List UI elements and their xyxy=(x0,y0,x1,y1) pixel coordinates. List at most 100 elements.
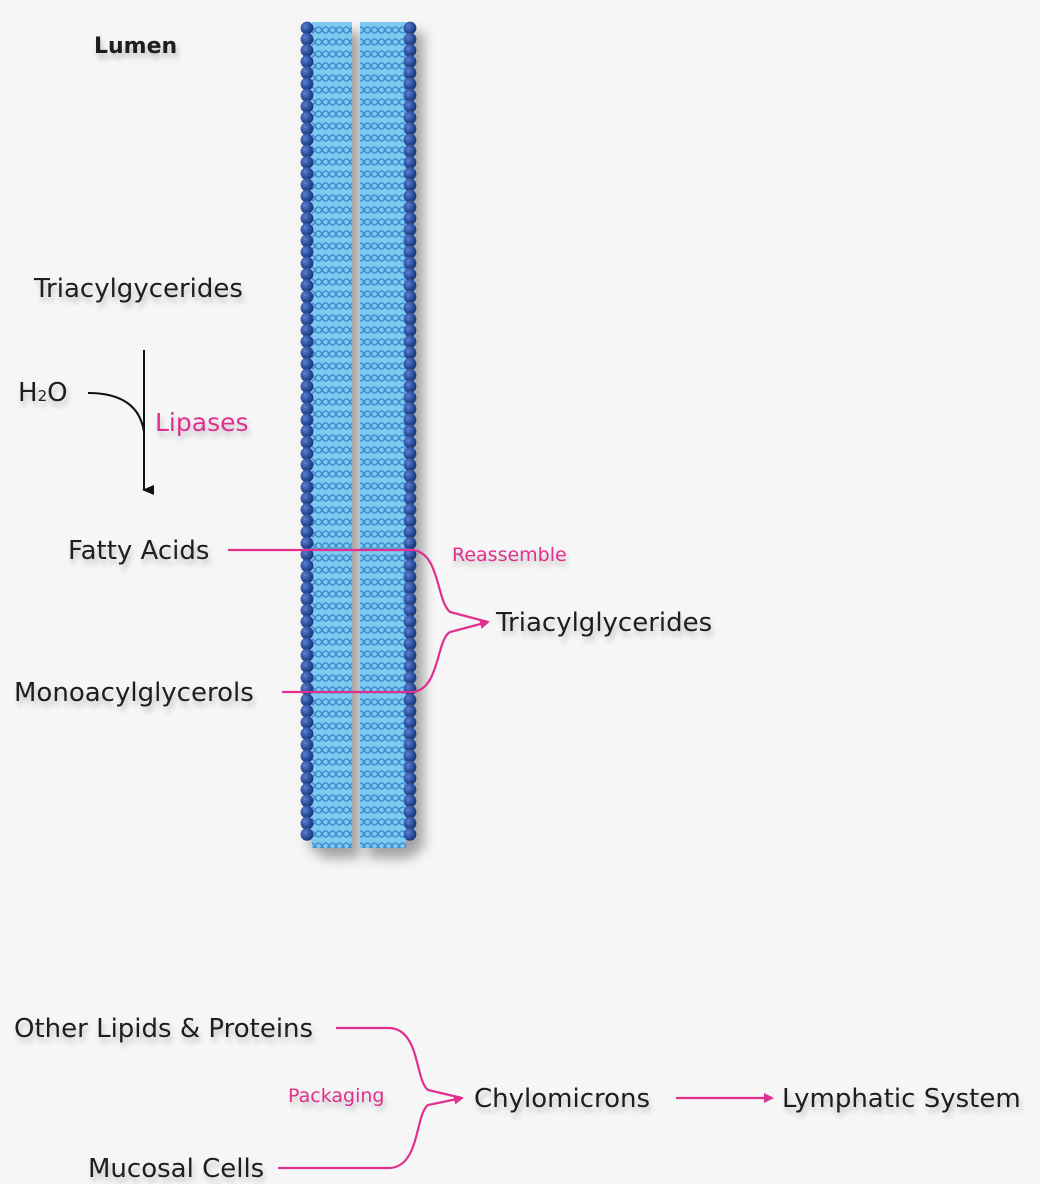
cell-membrane-bilayer xyxy=(301,22,417,848)
monoacylglycerols-label: Monoacylglycerols xyxy=(14,680,254,706)
phospholipid-head-left xyxy=(301,649,314,662)
phospholipid-head-right xyxy=(404,122,417,135)
phospholipid-head-right xyxy=(404,414,417,427)
phospholipid-head-left xyxy=(301,257,314,270)
phospholipid-head-left xyxy=(301,100,314,113)
phospholipid-head-left xyxy=(301,794,314,807)
phospholipid-head-left xyxy=(301,380,314,393)
phospholipid-head-left xyxy=(301,750,314,763)
phospholipid-head-left xyxy=(301,604,314,617)
phospholipid-head-right xyxy=(404,100,417,113)
phospholipid-head-left xyxy=(301,122,314,135)
phospholipid-head-right xyxy=(404,514,417,527)
phospholipid-head-left xyxy=(301,402,314,415)
fatty-acids-line xyxy=(228,550,488,622)
phospholipid-head-right xyxy=(404,167,417,180)
phospholipid-head-right xyxy=(404,134,417,147)
water-o: O xyxy=(47,378,67,408)
phospholipid-head-right xyxy=(404,89,417,102)
reassemble-label: Reassemble xyxy=(452,546,567,565)
phospholipid-head-left xyxy=(301,559,314,572)
phospholipid-head-left xyxy=(301,705,314,718)
phospholipid-head-left xyxy=(301,514,314,527)
phospholipid-head-right xyxy=(404,33,417,46)
phospholipid-head-left xyxy=(301,212,314,225)
phospholipid-head-right xyxy=(404,234,417,247)
phospholipid-head-left xyxy=(301,694,314,707)
phospholipid-head-left xyxy=(301,324,314,337)
phospholipid-head-left xyxy=(301,481,314,494)
phospholipid-head-right xyxy=(404,570,417,583)
phospholipid-head-left xyxy=(301,458,314,471)
phospholipid-head-right xyxy=(404,604,417,617)
membrane-heads-right xyxy=(404,22,417,841)
phospholipid-head-right xyxy=(404,716,417,729)
phospholipid-head-right xyxy=(404,302,417,315)
water-input-curve xyxy=(88,393,144,432)
phospholipid-head-right xyxy=(404,268,417,281)
phospholipid-head-right xyxy=(404,402,417,415)
phospholipid-head-left xyxy=(301,190,314,203)
phospholipid-head-left xyxy=(301,727,314,740)
phospholipid-head-left xyxy=(301,44,314,57)
phospholipid-head-left xyxy=(301,223,314,236)
phospholipid-head-right xyxy=(404,44,417,57)
phospholipid-head-right xyxy=(404,458,417,471)
phospholipid-head-right xyxy=(404,649,417,662)
phospholipid-head-right xyxy=(404,772,417,785)
phospholipid-head-right xyxy=(404,279,417,292)
phospholipid-head-left xyxy=(301,582,314,595)
phospholipid-head-right xyxy=(404,727,417,740)
phospholipid-head-right xyxy=(404,66,417,79)
phospholipid-head-right xyxy=(404,380,417,393)
phospholipid-head-left xyxy=(301,537,314,550)
phospholipid-head-right xyxy=(404,470,417,483)
phospholipid-head-left xyxy=(301,178,314,191)
phospholipid-head-left xyxy=(301,167,314,180)
phospholipid-head-left xyxy=(301,638,314,651)
phospholipid-head-left xyxy=(301,246,314,259)
phospholipid-head-right xyxy=(404,447,417,460)
phospholipid-head-right xyxy=(404,638,417,651)
phospholipid-head-right xyxy=(404,794,417,807)
mucosal-cells-label: Mucosal Cells xyxy=(88,1156,264,1182)
phospholipid-head-right xyxy=(404,660,417,673)
phospholipid-head-right xyxy=(404,223,417,236)
phospholipid-head-left xyxy=(301,78,314,91)
phospholipid-head-right xyxy=(404,346,417,359)
phospholipid-head-right xyxy=(404,212,417,225)
phospholipid-head-left xyxy=(301,313,314,326)
phospholipid-head-right xyxy=(404,324,417,337)
phospholipid-head-left xyxy=(301,156,314,169)
phospholipid-head-right xyxy=(404,22,417,35)
phospholipid-head-right xyxy=(404,593,417,606)
water-subscript: 2 xyxy=(38,387,48,405)
other-lipids-label: Other Lipids & Proteins xyxy=(14,1016,313,1042)
phospholipid-head-right xyxy=(404,156,417,169)
phospholipid-head-left xyxy=(301,817,314,830)
phospholipid-head-left xyxy=(301,682,314,695)
mucosal-cells-line xyxy=(278,1098,462,1168)
phospholipid-head-left xyxy=(301,470,314,483)
phospholipid-head-left xyxy=(301,806,314,819)
phospholipid-head-left xyxy=(301,369,314,382)
phospholipid-head-right xyxy=(404,694,417,707)
phospholipid-head-left xyxy=(301,626,314,639)
phospholipid-head-left xyxy=(301,492,314,505)
phospholipid-head-right xyxy=(404,335,417,348)
phospholipid-head-right xyxy=(404,750,417,763)
phospholipid-head-left xyxy=(301,234,314,247)
phospholipid-head-left xyxy=(301,414,314,427)
phospholipid-head-left xyxy=(301,671,314,684)
phospholipid-head-right xyxy=(404,537,417,550)
phospholipid-head-left xyxy=(301,33,314,46)
phospholipid-head-right xyxy=(404,559,417,572)
phospholipid-head-left xyxy=(301,89,314,102)
phospholipid-head-right xyxy=(404,682,417,695)
phospholipid-head-right xyxy=(404,671,417,684)
phospholipid-head-left xyxy=(301,526,314,539)
membrane-heads-left xyxy=(301,22,314,841)
phospholipid-head-right xyxy=(404,705,417,718)
phospholipid-head-right xyxy=(404,828,417,841)
phospholipid-head-left xyxy=(301,425,314,438)
